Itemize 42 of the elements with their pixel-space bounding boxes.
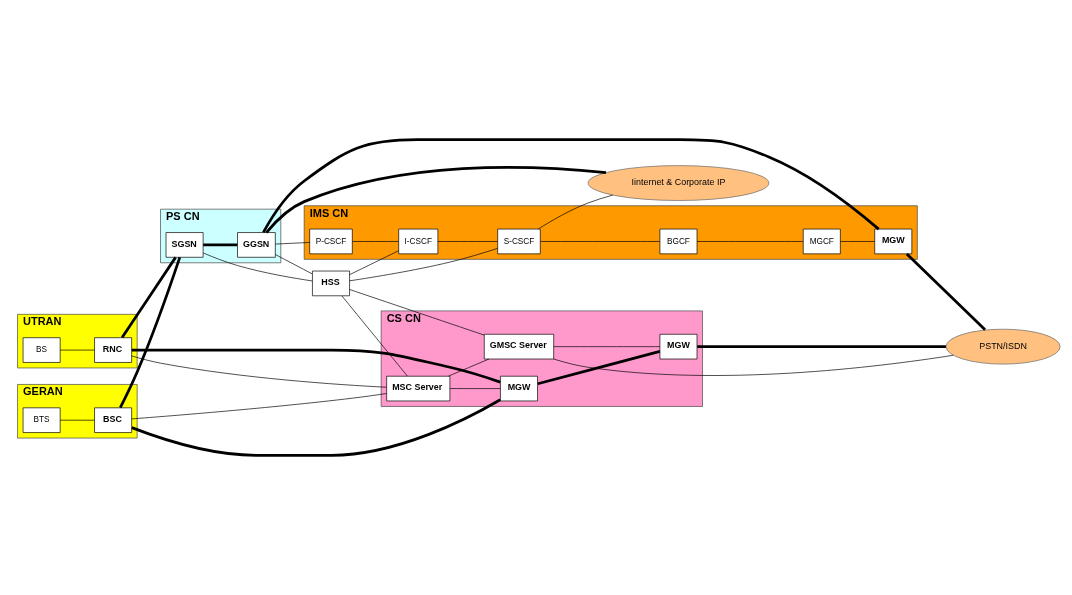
connector	[697, 345, 946, 349]
connector	[349, 248, 498, 282]
node-box: MGW	[500, 375, 538, 402]
connector	[349, 289, 485, 336]
connector	[275, 242, 310, 245]
connector	[540, 241, 661, 242]
connector	[437, 241, 498, 242]
connector	[553, 354, 954, 376]
node-box: MSC Server	[386, 375, 451, 402]
node-box: GMSC Server	[483, 333, 555, 360]
connector	[119, 256, 182, 409]
connector	[262, 138, 880, 234]
connector	[131, 355, 387, 388]
node-box: MGW	[874, 228, 913, 255]
node-box: RNC	[94, 337, 132, 363]
node-box: MGW	[659, 333, 698, 360]
connector	[59, 349, 95, 351]
connector	[696, 241, 804, 242]
connector	[203, 243, 238, 247]
node-box: GGSN	[237, 232, 276, 258]
connector	[131, 398, 501, 457]
connector	[448, 358, 490, 377]
connector	[840, 241, 875, 242]
connector	[538, 194, 613, 230]
connector	[537, 350, 661, 386]
connector	[341, 295, 408, 377]
connector	[265, 166, 607, 234]
node-box: SGSN	[165, 232, 204, 258]
connector	[905, 252, 987, 331]
node-ellipse: Iinternet & Corporate IP	[587, 165, 770, 201]
connector	[203, 252, 313, 282]
connector	[131, 393, 387, 420]
connector	[131, 348, 501, 384]
connector	[120, 256, 177, 339]
node-box: BSC	[94, 407, 132, 433]
connector	[352, 241, 399, 242]
connector	[449, 388, 501, 389]
connector	[59, 419, 95, 421]
connector	[275, 254, 313, 275]
connector	[349, 250, 399, 275]
node-box: HSS	[312, 270, 350, 297]
node-ellipse: PSTN/ISDN	[945, 328, 1061, 365]
